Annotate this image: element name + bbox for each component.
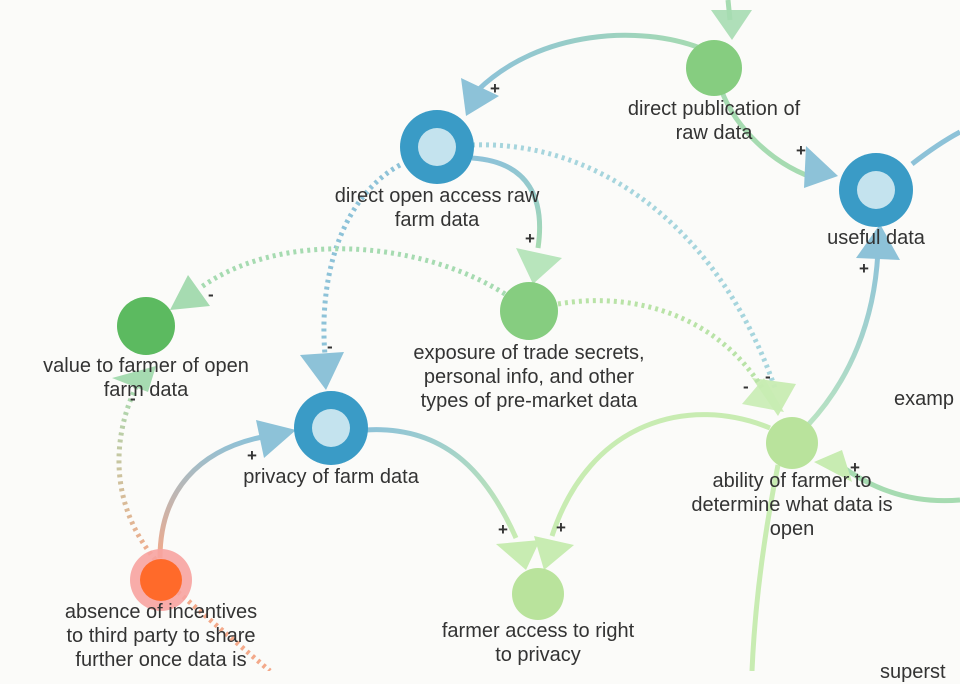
node-exposure[interactable] [500,282,558,340]
label-value-to-farmer: value to farmer of open farm data [43,354,249,402]
label-superst-cropped: superst [880,660,946,684]
link-ability-downward[interactable] [749,464,781,671]
node-value-to-farmer[interactable] [117,297,175,355]
sign-absence-to-privacy: + [247,446,257,465]
arrowhead [256,420,296,458]
sign-absence-to-value: - [130,389,136,408]
sign-exposure-to-value: - [208,285,214,304]
label-line: types of pre-market data [420,390,638,412]
label-line: absence of incentives [64,601,258,623]
label-line: open [769,518,815,540]
link-absence-offscreen[interactable] [176,590,272,671]
label-line: exposure of trade secrets, [413,342,645,364]
sign-publication-to-open-access: + [490,79,500,98]
sign-incoming-to-ability: + [850,458,860,477]
arrowhead [461,78,499,116]
node-privacy[interactable] [294,391,368,465]
label-line: further once data is [75,649,247,671]
link-open-access-to-privacy[interactable] [300,162,402,390]
arrowhead [856,224,900,260]
sign-open-access-to-exposure: + [525,229,535,248]
label-ability: ability of farmer to determine what data… [691,469,892,541]
label-line: examp [894,388,955,410]
link-absence-to-value[interactable] [112,366,162,567]
arrowhead [170,275,210,310]
label-line: privacy of farm data [243,466,419,488]
sign-open-access-to-ability: - [765,367,771,386]
sign-privacy-to-farmer-access: + [498,520,508,539]
label-line: determine what data is [691,494,893,516]
link-offscreen-to-ability[interactable] [814,450,960,504]
link-publication-to-useful[interactable] [719,91,838,188]
link-ability-to-farmer-access[interactable] [534,412,771,570]
node-direct-publication[interactable] [686,40,742,96]
arrowhead [804,146,838,188]
node-farmer-access[interactable] [512,568,564,620]
node-useful-data[interactable] [839,153,913,227]
label-line: ability of farmer to [712,470,872,492]
sign-publication-to-useful: + [796,141,806,160]
arrowhead [300,352,344,390]
label-line: to privacy [495,644,581,666]
label-absence: absence of incentives to third party to … [65,600,257,672]
node-absence[interactable] [130,549,192,611]
arrowhead [742,378,784,412]
label-direct-open-access: direct open access raw farm data [335,184,540,232]
label-farmer-access: farmer access to right to privacy [442,619,634,667]
link-absence-to-privacy[interactable] [157,420,296,559]
label-line: value to farmer of open [43,355,249,377]
label-line: farmer access to right [441,620,635,642]
link-ability-to-useful[interactable] [806,224,900,427]
label-line: superst [880,661,946,683]
label-privacy: privacy of farm data [243,465,419,489]
label-line: to third party to share [66,625,256,647]
sign-ability-to-farmer-access: + [556,518,566,537]
label-line: direct open access raw [334,185,540,207]
link-useful-offscreen[interactable] [910,129,960,166]
label-line: farm data [103,379,189,401]
label-exposure: exposure of trade secrets, personal info… [413,341,644,413]
sign-exposure-to-ability: - [743,377,749,396]
label-line: farm data [394,209,480,231]
link-open-access-to-exposure[interactable] [471,155,562,284]
label-line: raw data [675,122,753,144]
sign-ability-to-useful: + [859,259,869,278]
label-useful-data: useful data [827,226,925,250]
label-line: useful data [827,227,925,249]
label-line: direct publication of [627,98,801,120]
arrowhead [516,248,562,284]
arrowhead [496,540,540,570]
arrowhead [534,536,574,570]
link-incoming-top[interactable] [711,0,752,40]
link-privacy-to-farmer-access[interactable] [365,427,540,570]
node-ability[interactable] [766,417,818,469]
arrowhead [711,10,752,40]
arrowhead [112,366,156,392]
label-direct-publication: direct publication of raw data [628,97,800,145]
arrowhead [814,450,852,482]
node-direct-open-access[interactable] [400,110,474,184]
link-publication-to-open-access[interactable] [461,32,701,116]
link-exposure-to-ability[interactable] [557,298,784,412]
label-line: personal info, and other [423,366,635,388]
link-exposure-to-value[interactable] [170,246,507,310]
sign-open-access-to-privacy: - [327,337,333,356]
